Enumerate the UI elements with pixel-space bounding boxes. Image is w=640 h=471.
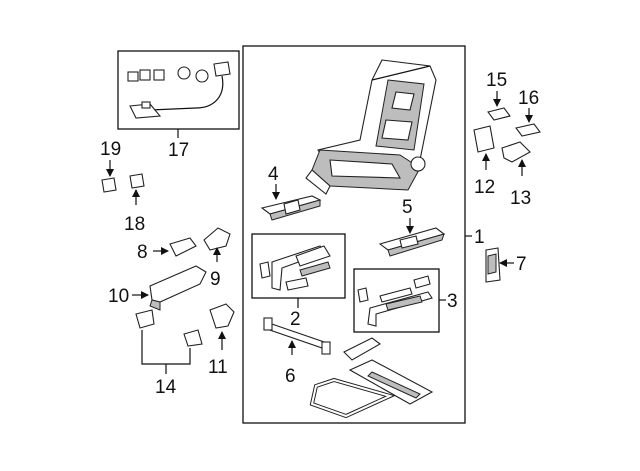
connecting-rod-part-6 bbox=[263, 317, 331, 355]
lower-rail-assembly bbox=[309, 337, 434, 419]
cover-part-16 bbox=[515, 123, 541, 137]
cap-part-14b bbox=[183, 329, 203, 347]
callout-16: 16 bbox=[518, 88, 539, 109]
callout-10: 10 bbox=[108, 286, 129, 307]
callout-6: 6 bbox=[285, 366, 296, 387]
callout-8: 8 bbox=[137, 242, 148, 263]
callout-5: 5 bbox=[402, 197, 413, 218]
callout-18: 18 bbox=[124, 214, 145, 235]
trim-part-13 bbox=[501, 141, 531, 163]
callout-4: 4 bbox=[268, 164, 279, 185]
bracket-part-11 bbox=[209, 303, 235, 329]
callout-19: 19 bbox=[100, 139, 121, 160]
callout-12: 12 bbox=[474, 177, 495, 198]
knob-part-7-inner bbox=[487, 253, 497, 275]
trim-part-12 bbox=[473, 125, 495, 153]
clip-part-19 bbox=[101, 177, 117, 193]
callout-13: 13 bbox=[510, 188, 531, 209]
callout-11: 11 bbox=[208, 357, 228, 378]
callout-15: 15 bbox=[486, 70, 507, 91]
callout-7: 7 bbox=[516, 254, 527, 275]
callout-1: 1 bbox=[474, 227, 485, 248]
callout-3: 3 bbox=[447, 291, 458, 312]
slide-lever-part-3 bbox=[357, 275, 433, 327]
seat-rail-part-5 bbox=[378, 227, 446, 257]
wire-harness-part-17 bbox=[127, 61, 231, 119]
leader-14 bbox=[141, 330, 191, 365]
side-cover-part-10 bbox=[149, 265, 207, 311]
callout-2: 2 bbox=[290, 309, 301, 330]
cover-part-15 bbox=[487, 107, 511, 121]
cover-part-9 bbox=[203, 227, 231, 251]
seat-rail-part-4 bbox=[260, 195, 322, 221]
callout-14: 14 bbox=[155, 377, 177, 398]
cover-part-8 bbox=[169, 237, 197, 257]
seat-frame-illustration bbox=[305, 59, 437, 195]
clip-part-18 bbox=[129, 173, 145, 189]
main-assembly-frame bbox=[242, 45, 466, 424]
slide-lever-part-2 bbox=[259, 245, 331, 291]
callout-9: 9 bbox=[210, 269, 221, 290]
cap-part-14a bbox=[135, 309, 155, 329]
callout-17: 17 bbox=[168, 140, 189, 161]
